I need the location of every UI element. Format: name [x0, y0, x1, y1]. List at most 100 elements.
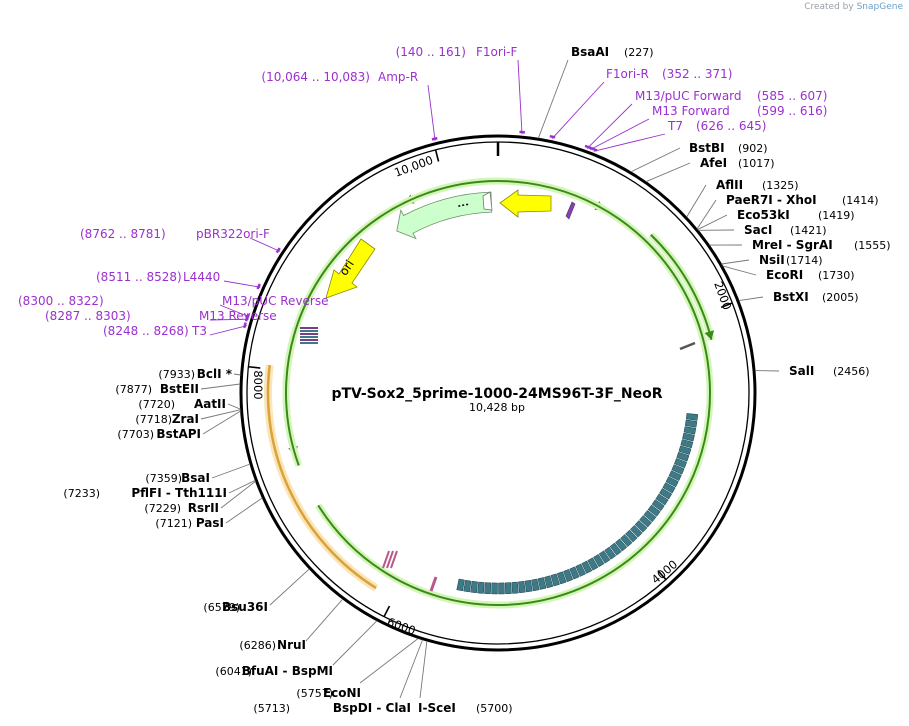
promoter-marker	[482, 191, 493, 211]
repeat-unit	[524, 579, 533, 593]
repeat-unit	[647, 504, 661, 517]
repeat-unit	[470, 580, 478, 594]
repeat-unit	[556, 571, 567, 585]
enzyme-leader-line	[738, 296, 764, 301]
lac-stripe	[300, 330, 318, 332]
repeat-unit	[598, 550, 611, 564]
enzyme-leader-line	[686, 184, 707, 218]
repeat-unit	[683, 426, 697, 435]
repeat-unit	[463, 579, 472, 593]
enzyme-name: BstEII	[160, 382, 199, 396]
enzyme-position: (6579)	[203, 601, 240, 614]
pink-mark	[382, 550, 390, 569]
enzyme-position: (5713)	[253, 702, 290, 715]
enzyme-name: BspDI - ClaI	[333, 701, 411, 715]
repeat-unit	[662, 482, 676, 494]
enzyme-name: SacI	[744, 223, 772, 237]
enzyme-leader-line	[722, 265, 757, 276]
enzyme-name: Bsu36I	[222, 600, 268, 614]
enzyme-name: AflII	[716, 178, 743, 192]
enzyme-name: EcoRI	[766, 268, 803, 282]
pink-mark	[386, 550, 394, 569]
primer-position: (10,064 .. 10,083)	[261, 70, 370, 84]
primer-site-mark	[591, 147, 598, 152]
repeat-unit	[531, 578, 540, 592]
enzyme-position: (7233)	[63, 487, 100, 500]
repeat-unit	[550, 573, 560, 587]
snapgene-brand: SnapGene	[856, 2, 903, 12]
enzyme-name: BsaAI	[571, 45, 609, 59]
primer-position: (8287 .. 8303)	[45, 309, 131, 323]
primer-name: M13/pUC Reverse	[222, 294, 329, 308]
primer-position: (8248 .. 8268)	[103, 324, 189, 338]
feature-arrow-left	[285, 180, 711, 606]
enzyme-leader-line	[202, 410, 241, 435]
enzyme-leader-line	[697, 214, 728, 230]
primer-site-mark	[244, 315, 249, 322]
backbone-outer	[239, 134, 757, 652]
enzyme-leader-line	[645, 162, 691, 183]
ori-feature: ori	[325, 238, 376, 299]
enzyme-name: ZraI	[172, 412, 199, 426]
enzyme-leader-line	[419, 640, 428, 699]
enzyme-position: (902)	[738, 142, 768, 155]
enzyme-position: (1555)	[854, 239, 891, 252]
primer-leader-line	[223, 280, 261, 288]
enzyme-leader-line	[225, 497, 263, 524]
ori-arrow	[325, 238, 376, 299]
enzyme-leader-line	[211, 463, 251, 479]
repeat-unit	[684, 419, 698, 428]
enzyme-position: (1414)	[842, 194, 879, 207]
repeat-unit	[665, 476, 679, 488]
enzyme-position: (227)	[624, 46, 654, 59]
enzyme-position: (6041)	[215, 665, 252, 678]
repeat-unit	[504, 582, 512, 595]
enzyme-leader-line	[220, 480, 256, 509]
primer-leader-line	[209, 325, 247, 336]
ampr-marker	[458, 203, 469, 207]
repeat-unit	[668, 470, 682, 481]
ruler-tick-label: 4000	[649, 557, 680, 587]
enzyme-name: NruI	[277, 638, 306, 652]
repeat-unit	[629, 524, 643, 538]
enzyme-name: BstXI	[773, 290, 809, 304]
primer-leader-line	[249, 237, 281, 252]
repeat-unit	[604, 546, 617, 560]
enzyme-leader-line	[233, 373, 241, 376]
repeat-unit	[659, 488, 673, 500]
repeat-unit	[484, 582, 492, 595]
enzyme-name: Eco53kI	[737, 208, 790, 222]
primer-site-mark	[431, 136, 438, 141]
enzyme-position: (1714)	[786, 254, 823, 267]
plasmid-name: pTV-Sox2_5prime-1000-24MS96T-3F_NeoR	[331, 386, 662, 402]
enzyme-position: (6286)	[239, 639, 276, 652]
purple-feature-top	[565, 201, 576, 220]
enzyme-position: (1017)	[738, 157, 775, 170]
enzyme-name: MreI - SgrAI	[752, 238, 833, 252]
repeat-unit	[587, 557, 599, 571]
repeat-unit	[518, 580, 526, 594]
primer-site-mark	[256, 283, 261, 290]
repeat-unit	[634, 520, 648, 533]
primer-leader-line	[593, 133, 666, 152]
enzyme-name: NsiI	[759, 253, 785, 267]
primer-position: (8762 .. 8781)	[80, 227, 166, 241]
enzyme-leader-line	[696, 199, 717, 230]
repeat-unit	[593, 554, 605, 568]
enzyme-leader-line	[332, 620, 378, 666]
primer-name: M13 Forward	[652, 104, 730, 118]
enzyme-name: RsrII	[188, 501, 219, 515]
lac-stripe	[300, 336, 318, 338]
ruler-tick	[248, 365, 261, 369]
ruler-tick	[434, 149, 440, 162]
enzyme-name: PasI	[196, 516, 224, 530]
enzyme-name: BfuAI - BspMI	[242, 664, 333, 678]
pink-mark-single	[429, 576, 438, 592]
pink-feature	[382, 550, 438, 592]
primer-site-mark	[549, 134, 556, 139]
primer-name: T3	[191, 324, 207, 338]
enzyme-name: BclI *	[197, 367, 233, 381]
repeat-unit	[620, 534, 633, 547]
enzyme-position: (7229)	[144, 502, 181, 515]
primer-leader-line	[517, 59, 523, 135]
